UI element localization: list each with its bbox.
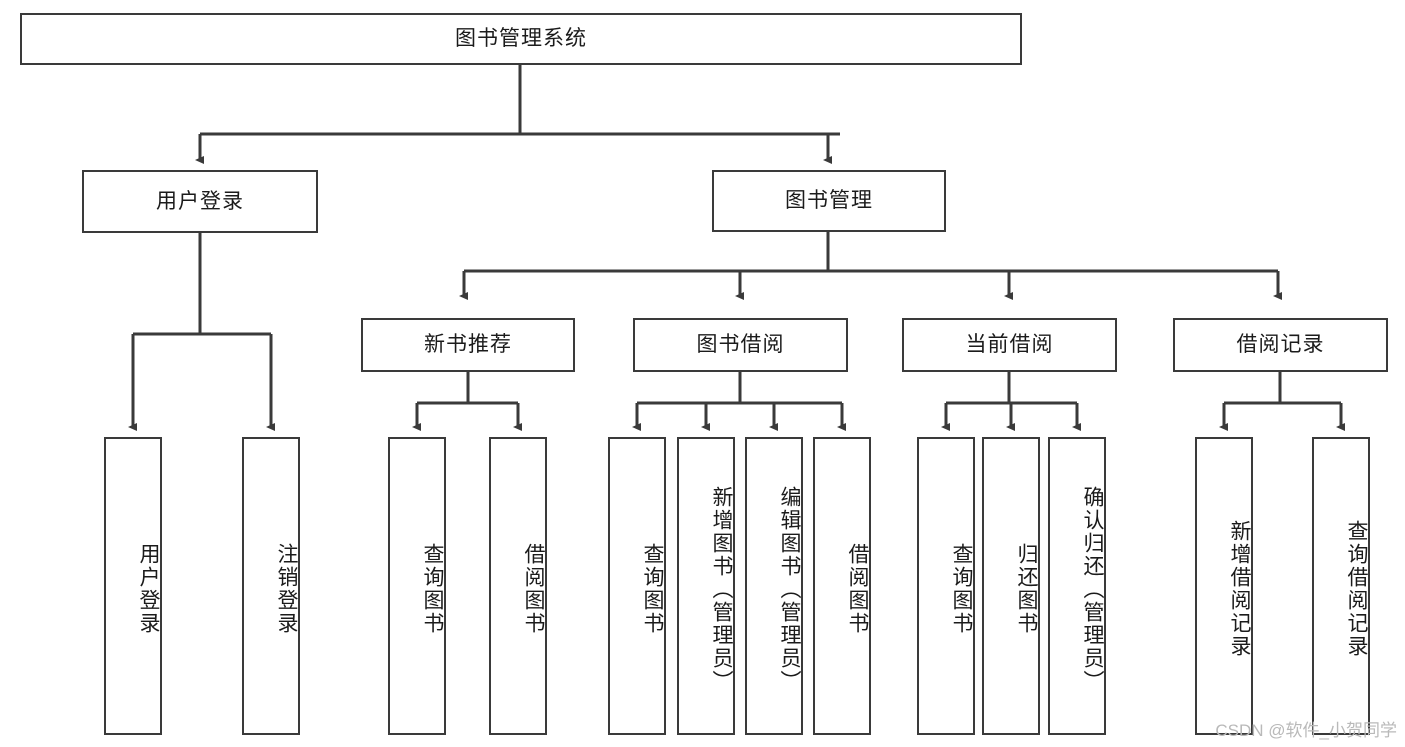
node-label: 图书管理系统 bbox=[455, 27, 587, 51]
leaf-edit-book[interactable]: 编辑图书（管理员） bbox=[745, 437, 803, 735]
node-label: 编辑图书（管理员） bbox=[778, 485, 801, 693]
node-label: 查询图书 bbox=[421, 543, 444, 635]
node-label: 用户登录 bbox=[137, 543, 160, 635]
node-borrow-record[interactable]: 借阅记录 bbox=[1173, 318, 1388, 372]
node-label: 图书管理 bbox=[785, 189, 873, 213]
node-label: 借阅图书 bbox=[522, 543, 545, 635]
node-label: 用户登录 bbox=[156, 189, 244, 213]
leaf-logout[interactable]: 注销登录 bbox=[242, 437, 300, 735]
leaf-add-borrow-record[interactable]: 新增借阅记录 bbox=[1195, 437, 1253, 735]
node-label: 借阅图书 bbox=[846, 543, 869, 635]
node-user-login[interactable]: 用户登录 bbox=[82, 170, 318, 233]
leaf-confirm-return[interactable]: 确认归还（管理员） bbox=[1048, 437, 1106, 735]
leaf-add-book[interactable]: 新增图书（管理员） bbox=[677, 437, 735, 735]
node-book-borrow[interactable]: 图书借阅 bbox=[633, 318, 848, 372]
leaf-user-login[interactable]: 用户登录 bbox=[104, 437, 162, 735]
node-current-borrow[interactable]: 当前借阅 bbox=[902, 318, 1117, 372]
node-label: 注销登录 bbox=[275, 543, 298, 635]
node-label: 查询图书 bbox=[950, 543, 973, 635]
leaf-query-book-3[interactable]: 查询图书 bbox=[917, 437, 975, 735]
node-label: 新书推荐 bbox=[424, 333, 512, 357]
node-label: 图书借阅 bbox=[696, 333, 785, 357]
leaf-return-book[interactable]: 归还图书 bbox=[982, 437, 1040, 735]
leaf-query-book-1[interactable]: 查询图书 bbox=[388, 437, 446, 735]
node-label: 查询借阅记录 bbox=[1345, 520, 1368, 658]
leaf-borrow-book-2[interactable]: 借阅图书 bbox=[813, 437, 871, 735]
node-root[interactable]: 图书管理系统 bbox=[20, 13, 1022, 65]
node-label: 新增借阅记录 bbox=[1228, 520, 1251, 658]
node-label: 归还图书 bbox=[1015, 543, 1038, 635]
node-label: 查询图书 bbox=[641, 543, 664, 635]
node-new-book-recommend[interactable]: 新书推荐 bbox=[361, 318, 575, 372]
csdn-watermark: CSDN @软件_小贺同学 bbox=[1215, 721, 1397, 740]
node-label: 新增图书（管理员） bbox=[710, 485, 733, 693]
node-label: 当前借阅 bbox=[965, 333, 1054, 357]
node-book-manage[interactable]: 图书管理 bbox=[712, 170, 946, 232]
leaf-borrow-book-1[interactable]: 借阅图书 bbox=[489, 437, 547, 735]
node-label: 确认归还（管理员） bbox=[1081, 485, 1104, 693]
node-label: 借阅记录 bbox=[1236, 333, 1325, 357]
leaf-query-borrow-record[interactable]: 查询借阅记录 bbox=[1312, 437, 1370, 735]
leaf-query-book-2[interactable]: 查询图书 bbox=[608, 437, 666, 735]
